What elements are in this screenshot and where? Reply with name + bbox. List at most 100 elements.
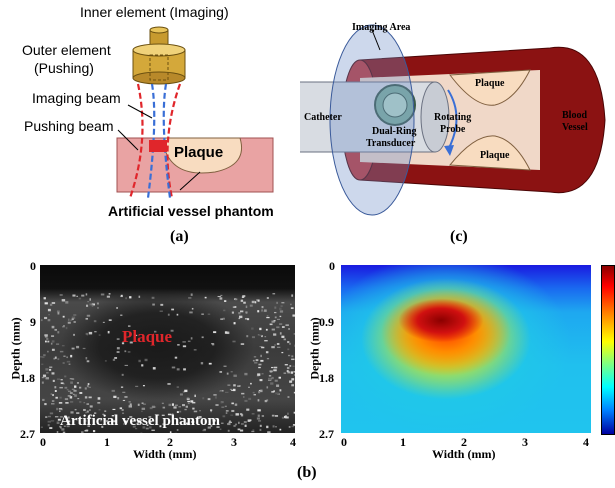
speckle-dot — [266, 297, 269, 299]
speckle-dot — [47, 318, 51, 322]
speckle-dot — [273, 333, 277, 336]
speckle-pattern — [40, 293, 295, 433]
speckle-dot — [167, 413, 172, 416]
speckle-dot — [265, 328, 268, 331]
speckle-dot — [278, 376, 281, 379]
speckle-dot — [217, 295, 221, 298]
right-ytick-2: 1.8 — [319, 371, 334, 385]
speckle-dot — [81, 431, 84, 433]
speckle-dot — [280, 305, 283, 307]
caption-b: (b) — [297, 464, 317, 481]
speckle-dot — [255, 359, 259, 362]
speckle-dot — [69, 392, 73, 394]
vessel-label: Blood — [562, 110, 588, 121]
speckle-dot — [61, 428, 65, 431]
speckle-dot — [62, 326, 65, 328]
speckle-dot — [244, 424, 247, 427]
speckle-dot — [283, 338, 286, 341]
speckle-dot — [224, 391, 229, 393]
speckle-dot — [233, 425, 236, 427]
vessel-label-2: Vessel — [562, 122, 588, 133]
speckle-dot — [44, 340, 47, 343]
speckle-dot — [93, 320, 97, 323]
speckle-dot — [220, 318, 224, 320]
speckle-dot — [41, 363, 44, 365]
pointer-lines — [117, 104, 201, 191]
speckle-dot — [257, 334, 260, 336]
right-xtick-0: 0 — [341, 435, 347, 449]
speckle-dot — [201, 313, 204, 315]
speckle-dot — [83, 419, 87, 422]
speckle-dot — [248, 386, 250, 388]
speckle-dot — [279, 332, 282, 335]
speckle-dot — [275, 392, 279, 395]
imaging-beam-label: Imaging beam — [32, 90, 121, 106]
speckle-dot — [148, 426, 152, 429]
speckle-dot — [245, 311, 248, 314]
speckle-dot — [142, 403, 146, 405]
speckle-dot — [237, 385, 241, 387]
speckle-dot — [129, 296, 132, 299]
speckle-dot — [167, 313, 170, 316]
speckle-dot — [184, 408, 187, 411]
panel-c: Imaging Area Catheter Dual-Ring Transduc… — [294, 0, 615, 250]
focal-spot — [149, 140, 167, 152]
speckle-dot — [237, 428, 241, 431]
speckle-dot — [91, 304, 94, 307]
speckle-dot — [44, 302, 48, 305]
left-xtick-1: 1 — [104, 435, 110, 449]
colorbar — [601, 265, 615, 435]
speckle-dot — [249, 304, 253, 307]
speckle-dot — [98, 334, 101, 336]
speckle-dot — [151, 405, 155, 409]
speckle-dot — [162, 423, 165, 425]
speckle-dot — [101, 425, 104, 428]
speckle-dot — [56, 407, 59, 411]
speckle-dot — [40, 426, 43, 428]
speckle-dot — [239, 413, 243, 415]
speckle-dot — [276, 301, 278, 304]
speckle-dot — [102, 321, 105, 323]
speckle-dot — [70, 411, 74, 414]
speckle-dot — [292, 365, 295, 367]
speckle-dot — [179, 417, 182, 419]
speckle-dot — [125, 297, 127, 300]
speckle-dot — [279, 323, 283, 325]
speckle-dot — [44, 403, 47, 406]
speckle-dot — [125, 420, 128, 423]
speckle-dot — [111, 415, 115, 417]
speckle-dot — [72, 294, 76, 297]
speckle-dot — [224, 300, 227, 302]
speckle-dot — [167, 383, 171, 385]
speckle-dot — [61, 299, 66, 302]
probe-label-2: Probe — [440, 124, 466, 135]
speckle-dot — [228, 421, 232, 423]
speckle-dot — [285, 416, 289, 419]
speckle-dot — [228, 420, 231, 422]
speckle-dot — [173, 406, 177, 409]
speckle-dot — [73, 321, 76, 323]
speckle-dot — [257, 310, 260, 313]
speckle-dot — [86, 385, 89, 388]
speckle-dot — [207, 426, 211, 429]
speckle-dot — [240, 343, 245, 345]
speckle-dot — [91, 303, 95, 306]
speckle-dot — [250, 382, 252, 385]
speckle-dot — [287, 348, 290, 351]
speckle-dot — [59, 350, 64, 353]
speckle-dot — [271, 366, 274, 369]
speckle-dot — [61, 345, 65, 347]
speckle-dot — [272, 425, 275, 428]
speckle-dot — [252, 429, 255, 431]
speckle-dot — [148, 416, 152, 418]
speckle-dot — [259, 424, 262, 427]
transducer-label-2: Transducer — [366, 138, 416, 149]
speckle-dot — [47, 308, 51, 312]
speckle-dot — [96, 307, 99, 309]
speckle-dot — [259, 428, 262, 432]
speckle-dot — [240, 310, 244, 313]
speckle-dot — [69, 377, 73, 380]
speckle-dot — [225, 412, 228, 414]
speckle-dot — [54, 328, 57, 331]
speckle-dot — [271, 376, 274, 380]
